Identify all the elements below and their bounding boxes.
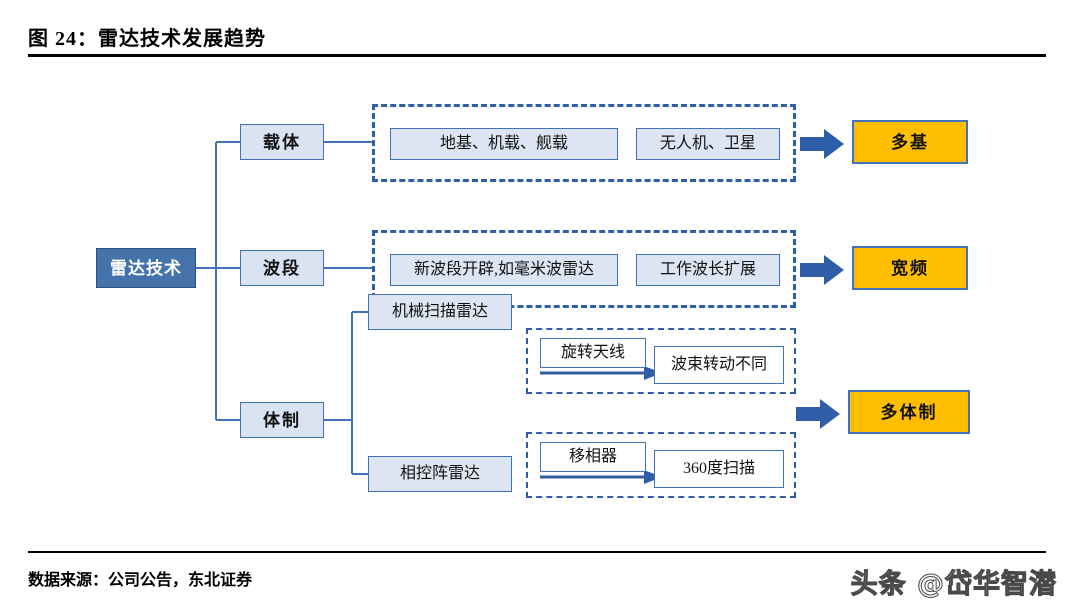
outcome-multistatic[interactable]: 多基 bbox=[852, 120, 968, 164]
footer-divider bbox=[28, 551, 1046, 553]
block-arrow-icon-system bbox=[796, 399, 840, 429]
node-branch-carrier[interactable]: 载体 bbox=[240, 124, 324, 160]
watermark: 头条 @岱华智潜 bbox=[850, 569, 1057, 601]
leaf-mechanical-scan-radar[interactable]: 机械扫描雷达 bbox=[368, 294, 512, 330]
node-label: 移相器 bbox=[568, 448, 617, 465]
node-label: 多体制 bbox=[880, 402, 938, 422]
group-band bbox=[372, 230, 796, 308]
node-label: 旋转天线 bbox=[560, 344, 625, 361]
leaf-band-new-bands[interactable]: 新波段开辟,如毫米波雷达 bbox=[390, 254, 618, 286]
node-label: 地基、机载、舰载 bbox=[439, 135, 568, 152]
page-title: 图 24：雷达技术发展趋势 bbox=[28, 28, 266, 50]
flow-result-beam-rotation[interactable]: 波束转动不同 bbox=[654, 346, 784, 384]
node-label: 工作波长扩展 bbox=[659, 261, 756, 278]
node-label: 机械扫描雷达 bbox=[391, 303, 488, 320]
leaf-carrier-ground-air-ship[interactable]: 地基、机载、舰载 bbox=[390, 128, 618, 160]
node-branch-system[interactable]: 体制 bbox=[240, 402, 324, 438]
group-carrier bbox=[372, 104, 796, 182]
title-divider bbox=[28, 54, 1046, 57]
node-label: 多基 bbox=[891, 132, 929, 152]
flow-label-phase-shifter[interactable]: 移相器 bbox=[540, 442, 646, 472]
node-label: 无人机、卫星 bbox=[659, 135, 756, 152]
flow-result-360-degree-scan[interactable]: 360度扫描 bbox=[654, 450, 784, 488]
node-root-radar-technology[interactable]: 雷达技术 bbox=[96, 248, 196, 288]
block-arrow-icon-carrier bbox=[800, 129, 844, 159]
leaf-phased-array-radar[interactable]: 相控阵雷达 bbox=[368, 456, 512, 492]
node-label: 新波段开辟,如毫米波雷达 bbox=[413, 261, 594, 278]
flow-label-rotating-antenna[interactable]: 旋转天线 bbox=[540, 338, 646, 368]
leaf-carrier-uav-satellite[interactable]: 无人机、卫星 bbox=[636, 128, 780, 160]
group-mechanical-flow bbox=[526, 328, 796, 394]
flow-arrowhead-mechanical bbox=[644, 366, 662, 380]
radar-technology-tree-diagram: 雷达技术 载体 波段 体制 地基、机载、舰载 无人机、卫星 新波段开辟,如毫米波… bbox=[0, 62, 1073, 548]
node-label: 载体 bbox=[263, 132, 301, 152]
leaf-band-wavelength-expansion[interactable]: 工作波长扩展 bbox=[636, 254, 780, 286]
node-branch-band[interactable]: 波段 bbox=[240, 250, 324, 286]
source-note: 数据来源：公司公告，东北证券 bbox=[28, 572, 253, 589]
outcome-multi-system[interactable]: 多体制 bbox=[848, 390, 970, 434]
node-label: 雷达技术 bbox=[110, 258, 182, 278]
node-label: 宽频 bbox=[891, 258, 929, 278]
flow-arrowhead-phased bbox=[644, 470, 662, 484]
node-label: 波段 bbox=[263, 258, 301, 278]
node-label: 360度扫描 bbox=[682, 460, 755, 477]
connector-lines bbox=[196, 141, 662, 484]
group-phased-flow bbox=[526, 432, 796, 498]
outcome-wideband[interactable]: 宽频 bbox=[852, 246, 968, 290]
node-label: 体制 bbox=[263, 410, 301, 430]
node-label: 波束转动不同 bbox=[670, 356, 767, 373]
node-label: 相控阵雷达 bbox=[399, 465, 480, 482]
block-arrow-icon-band bbox=[800, 255, 844, 285]
